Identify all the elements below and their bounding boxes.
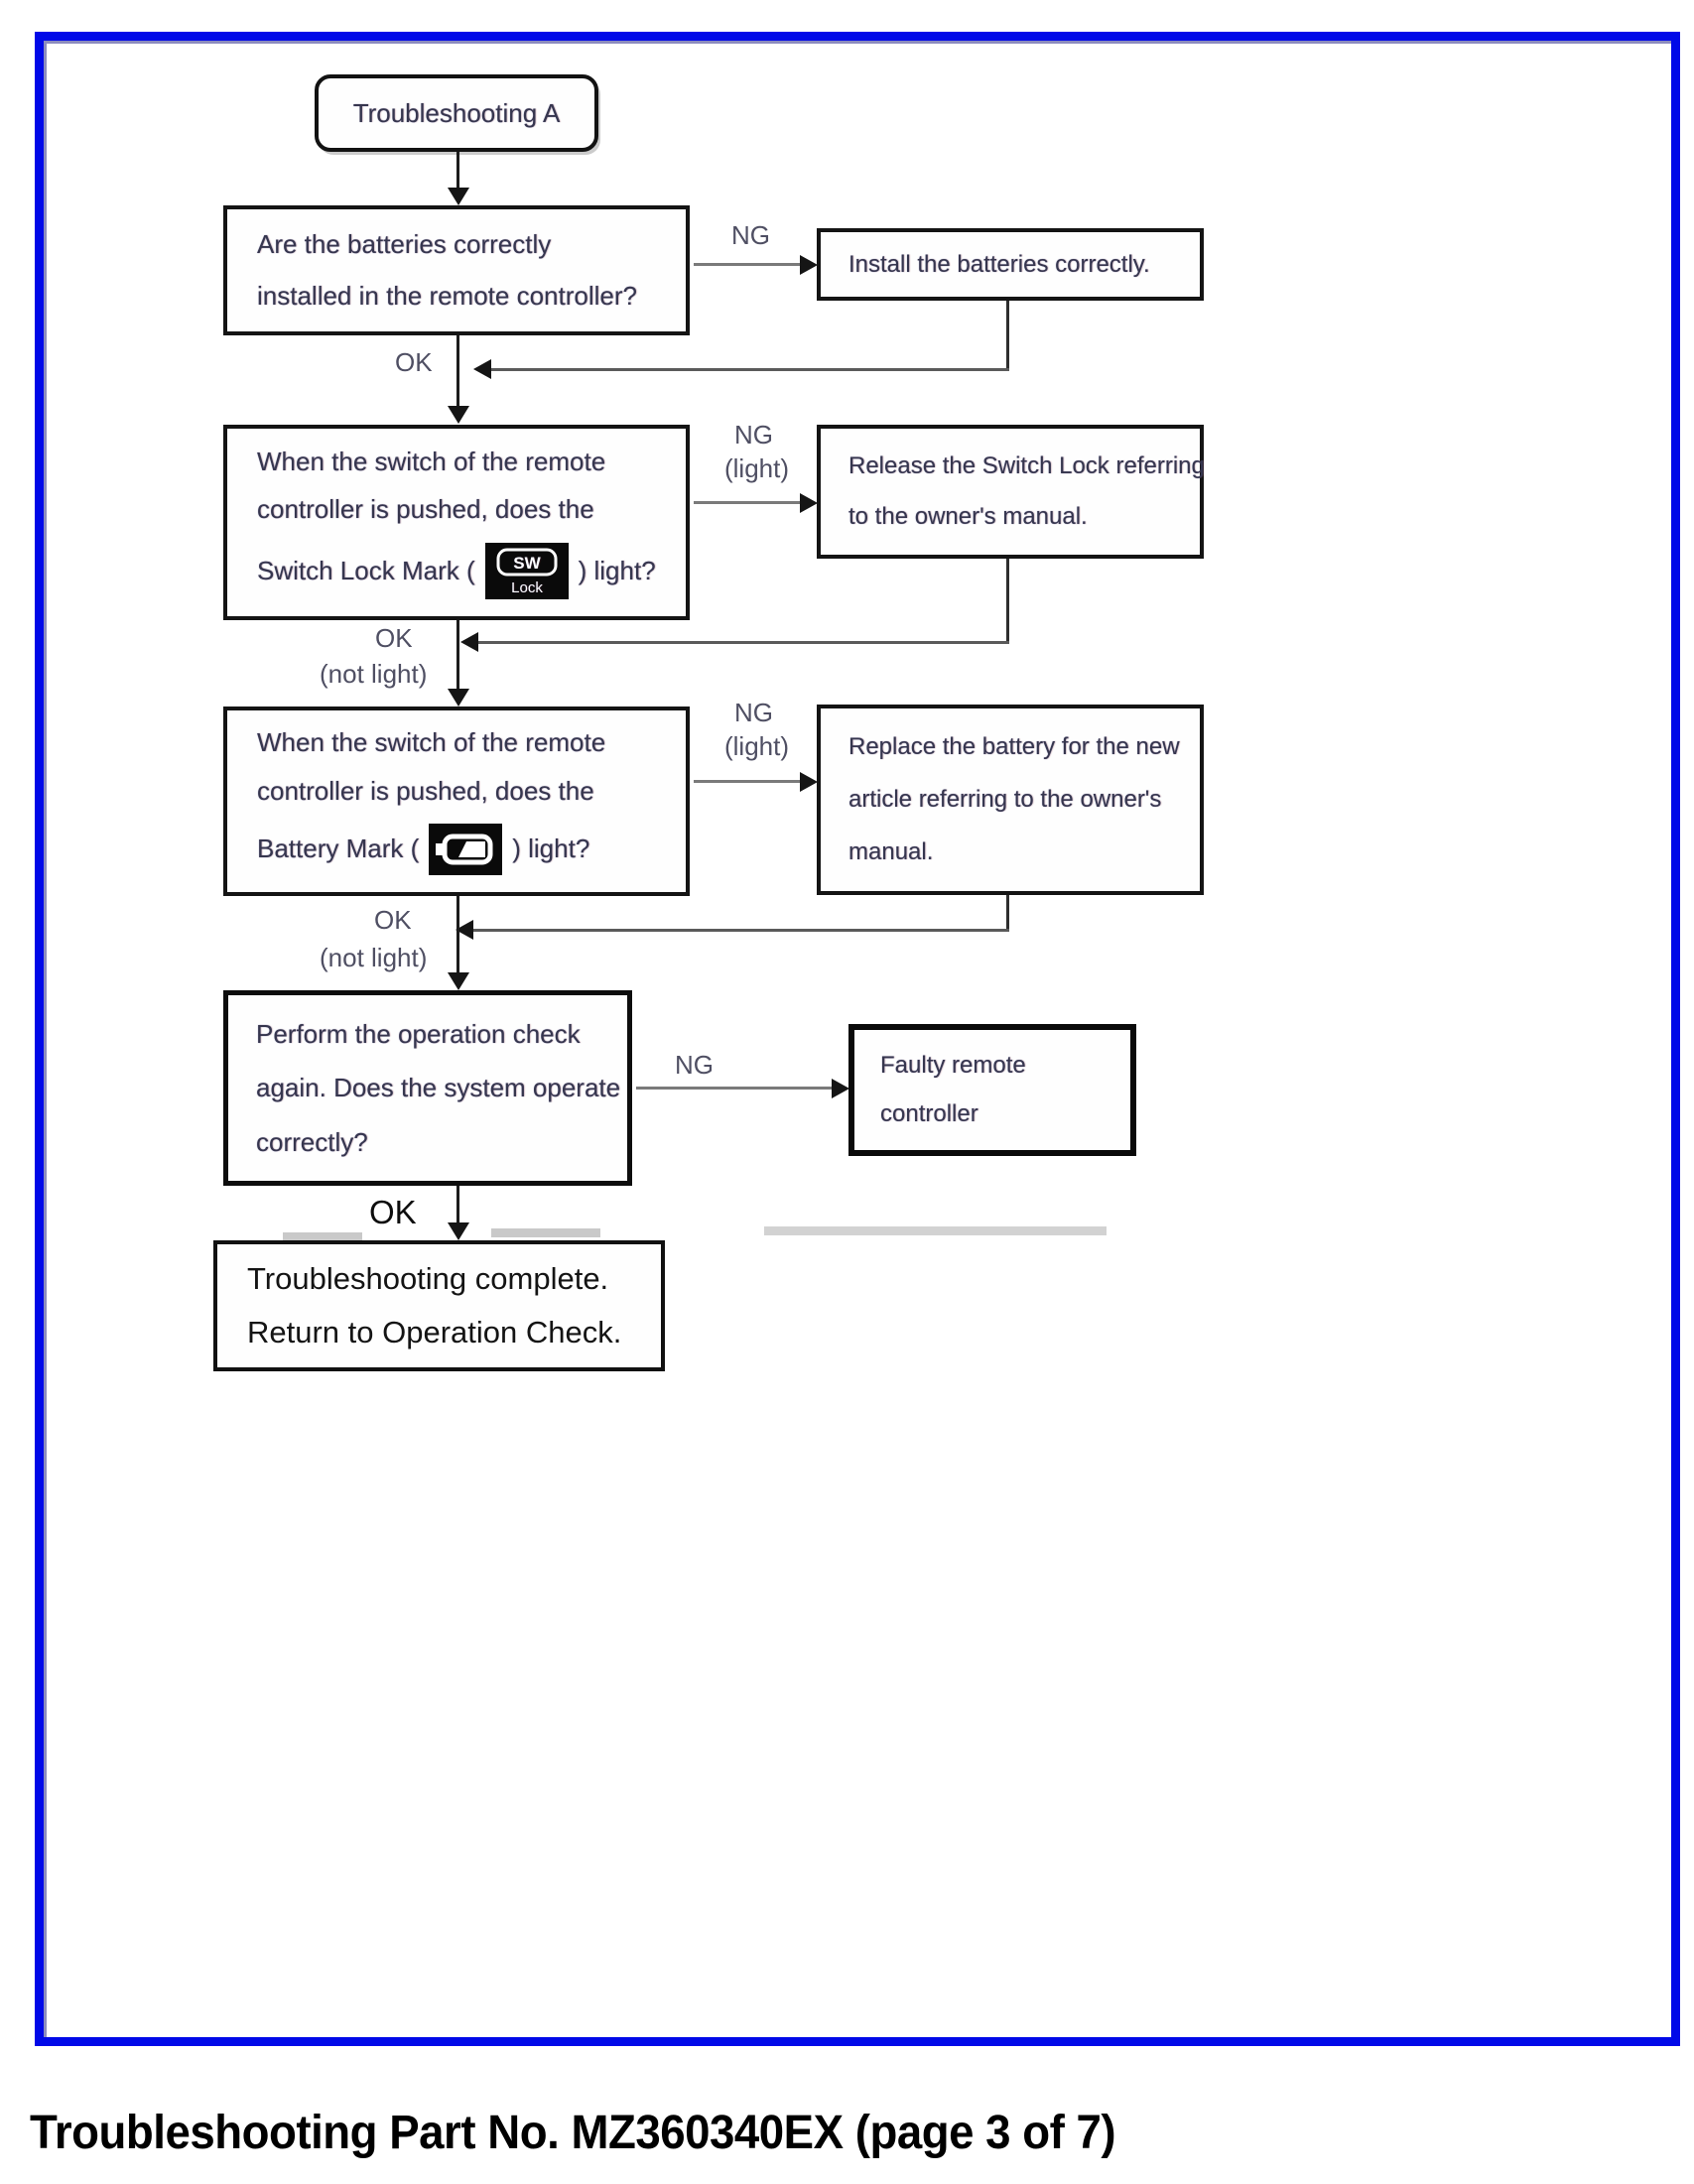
question-line: installed in the remote controller? — [257, 280, 637, 311]
scan-artifact — [764, 1226, 1107, 1235]
page-caption: Troubleshooting Part No. MZ360340EX (pag… — [30, 2107, 1116, 2159]
action-line: Release the Switch Lock referring — [848, 451, 1205, 479]
return-line-a2-horizontal — [477, 641, 1009, 644]
question-box-batteries: Are the batteries correctly installed in… — [223, 205, 690, 335]
connector-start-q1 — [456, 152, 459, 189]
svg-text:SW: SW — [513, 554, 541, 573]
question-line: again. Does the system operate — [256, 1073, 621, 1102]
arrowhead-right-icon — [800, 772, 818, 792]
question-line: Perform the operation check — [256, 1018, 581, 1049]
connector-q3-q4 — [456, 896, 459, 972]
return-line-a2-vertical — [1006, 559, 1009, 643]
return-line-a1-vertical — [1006, 301, 1009, 370]
scan-artifact — [491, 1228, 600, 1237]
question-line: When the switch of the remote — [257, 446, 606, 476]
connector-q4-end — [456, 1186, 459, 1224]
action-box-faulty-remote-controller: Faulty remote controller — [848, 1024, 1136, 1156]
action-line: manual. — [848, 838, 934, 865]
question-line-prefix: Battery Mark ( — [257, 834, 420, 864]
question-line: When the switch of the remote — [257, 727, 606, 758]
battery-mark-icon — [429, 823, 503, 875]
ng-label: NG — [675, 1050, 714, 1080]
action-box-replace-battery: Replace the battery for the new article … — [817, 705, 1204, 895]
connector-q3-a3 — [694, 780, 803, 783]
arrowhead-down-icon — [448, 1222, 469, 1240]
return-line-a3-horizontal — [472, 929, 1009, 932]
arrowhead-right-icon — [800, 255, 818, 275]
ng-label: NG — [734, 698, 773, 727]
action-box-release-switch-lock: Release the Switch Lock referring to the… — [817, 425, 1205, 559]
question-box-switch-lock: When the switch of the remote controller… — [223, 425, 690, 620]
connector-q2-a2 — [694, 501, 803, 504]
ng-label: NG — [731, 220, 770, 250]
arrowhead-right-icon — [832, 1079, 849, 1098]
svg-text:Lock: Lock — [511, 579, 543, 596]
arrowhead-left-icon — [473, 359, 491, 379]
question-line: Are the batteries correctly — [257, 229, 552, 260]
end-line: Return to Operation Check. — [247, 1314, 622, 1349]
flow-start-label: Troubleshooting A — [352, 97, 561, 128]
connector-q1-q2 — [456, 335, 459, 408]
return-line-a3-vertical — [1006, 895, 1009, 932]
question-line: controller is pushed, does the — [257, 775, 594, 806]
action-line: Replace the battery for the new — [848, 733, 1180, 760]
arrowhead-down-icon — [448, 406, 469, 424]
question-box-battery-mark: When the switch of the remote controller… — [223, 707, 690, 896]
sw-lock-mark-icon: SW Lock — [484, 542, 569, 599]
connector-q2-q3 — [456, 620, 459, 691]
end-line: Troubleshooting complete. — [247, 1261, 609, 1297]
question-line: controller is pushed, does the — [257, 494, 594, 524]
return-line-a1-horizontal — [490, 368, 1009, 371]
arrowhead-left-icon — [456, 920, 473, 940]
action-line: to the owner's manual. — [848, 503, 1088, 531]
action-line: controller — [880, 1100, 978, 1128]
action-line: Install the batteries correctly. — [848, 250, 1150, 278]
ok-label: OK — [374, 905, 412, 935]
flow-start-node: Troubleshooting A — [315, 74, 598, 152]
question-line-suffix: ) light? — [512, 834, 590, 864]
question-line-with-icon: Switch Lock Mark ( SW Lock ) light? — [257, 542, 656, 599]
light-label: (light) — [724, 731, 790, 761]
arrowhead-right-icon — [800, 493, 818, 513]
light-label: (light) — [724, 453, 790, 483]
connector-q4-a4 — [636, 1087, 835, 1090]
action-box-install-batteries: Install the batteries correctly. — [817, 228, 1204, 301]
ng-label: NG — [734, 420, 773, 450]
action-line: Faulty remote — [880, 1051, 1026, 1079]
action-line: article referring to the owner's — [848, 786, 1162, 813]
end-box-troubleshooting-complete: Troubleshooting complete. Return to Oper… — [213, 1240, 665, 1371]
ok-label: OK — [369, 1194, 417, 1230]
question-line-suffix: ) light? — [578, 555, 656, 585]
connector-q1-a1 — [694, 263, 803, 266]
scan-artifact — [283, 1232, 362, 1240]
ok-label: OK — [395, 347, 433, 377]
arrowhead-down-icon — [448, 689, 469, 707]
question-box-operation-check: Perform the operation check again. Does … — [223, 990, 632, 1186]
question-line-prefix: Switch Lock Mark ( — [257, 555, 475, 585]
arrowhead-left-icon — [460, 632, 478, 652]
arrowhead-down-icon — [448, 188, 469, 205]
question-line-with-icon: Battery Mark ( ) light? — [257, 823, 590, 875]
not-light-label: (not light) — [320, 943, 428, 972]
not-light-label: (not light) — [320, 659, 428, 689]
arrowhead-down-icon — [448, 972, 469, 990]
ok-label: OK — [375, 623, 413, 653]
question-line: correctly? — [256, 1126, 368, 1157]
